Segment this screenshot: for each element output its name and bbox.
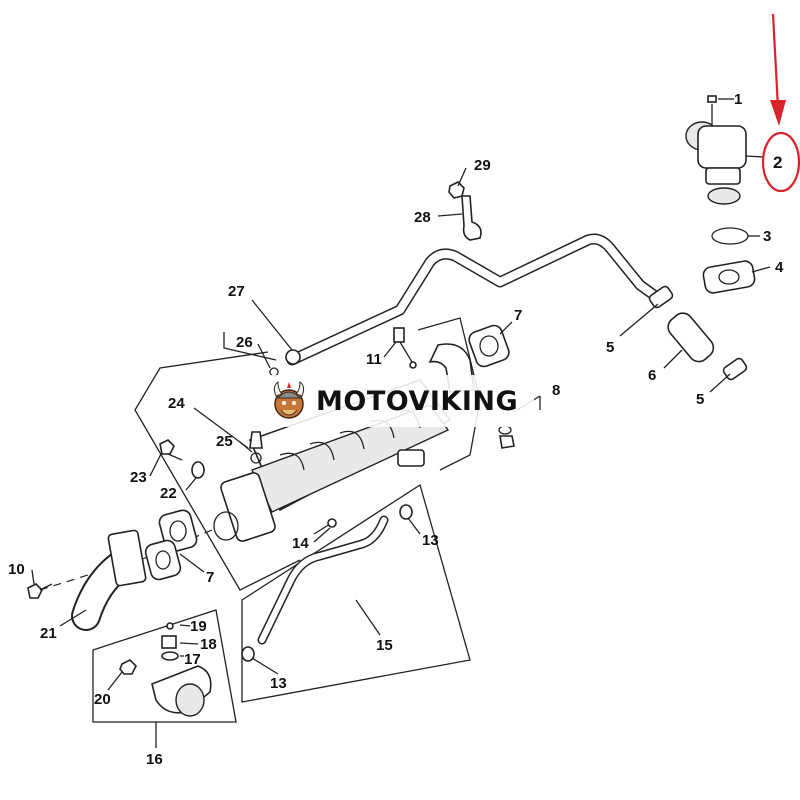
washer-13-lower: [241, 646, 255, 662]
callout-2: 2: [773, 153, 782, 172]
callout-5-upper: 5: [606, 339, 614, 356]
callout-18: 18: [200, 636, 217, 653]
ball-19: [166, 622, 174, 630]
highlight-arrow: [771, 13, 780, 109]
callout-28: 28: [414, 209, 431, 226]
washer-25: [250, 452, 262, 464]
callout-7-lower: 7: [206, 569, 214, 586]
viking-logo: [273, 381, 305, 419]
sensor-11: [393, 327, 417, 369]
callout-29: 29: [474, 157, 491, 174]
hose-6: [667, 312, 715, 363]
washer-17: [161, 651, 179, 661]
callout-6: 6: [648, 367, 656, 384]
callout-11: 11: [366, 351, 382, 368]
callout-26: 26: [236, 334, 253, 351]
clamp-5-upper: [648, 285, 674, 309]
callout-20: 20: [94, 691, 111, 708]
group-box-16: [92, 609, 237, 723]
pipe-15: [257, 515, 389, 645]
highlight-arrowhead: [770, 100, 786, 126]
callout-3: 3: [763, 228, 771, 245]
egr-valve-2: [685, 95, 747, 205]
callout-8: 8: [552, 382, 560, 399]
washer-13-upper: [399, 504, 413, 520]
group-box-15: [241, 483, 471, 703]
highlight-ring: [761, 131, 800, 193]
callout-13-upper: 13: [422, 532, 439, 549]
gasket-7-upper: [468, 324, 510, 368]
callout-1: 1: [734, 91, 742, 108]
callout-5-lower: 5: [696, 391, 704, 408]
callout-27: 27: [228, 283, 245, 300]
bolt-23: [159, 439, 183, 461]
callout-13-lower: 13: [270, 675, 287, 692]
callout-25: 25: [216, 433, 233, 450]
plug-26: [285, 349, 301, 365]
gasket-flange: [144, 539, 182, 581]
fitting-18: [161, 635, 177, 649]
group-box-24: [134, 351, 301, 591]
o-ring-3: [711, 227, 749, 245]
callout-23: 23: [130, 469, 147, 486]
bolt-14: [313, 518, 337, 535]
callout-14: 14: [292, 535, 309, 552]
sensor-housing-16: [151, 665, 212, 717]
group-box-27: [223, 332, 277, 361]
nut-20: [119, 659, 137, 675]
bolt-25: [249, 431, 263, 449]
callout-17: 17: [184, 651, 201, 668]
watermark: MOTOVIKING: [262, 375, 534, 427]
callout-10: 10: [8, 561, 25, 578]
callout-15: 15: [376, 637, 393, 654]
elbow-pipe-21: [71, 529, 147, 631]
callout-24: 24: [168, 395, 185, 412]
callout-7-upper: 7: [514, 307, 522, 324]
bolt-8: [498, 425, 515, 449]
callout-21: 21: [40, 625, 57, 642]
gasket-4: [702, 260, 756, 294]
callout-22: 22: [160, 485, 177, 502]
callout-19: 19: [190, 618, 207, 635]
callout-4: 4: [775, 259, 784, 276]
watermark-text: MOTOVIKING: [316, 385, 519, 417]
washer-22: [191, 461, 205, 479]
bolt-10: [27, 583, 53, 599]
callout-16: 16: [146, 751, 163, 768]
nut-29: [448, 181, 465, 199]
bracket-28: [461, 195, 482, 241]
